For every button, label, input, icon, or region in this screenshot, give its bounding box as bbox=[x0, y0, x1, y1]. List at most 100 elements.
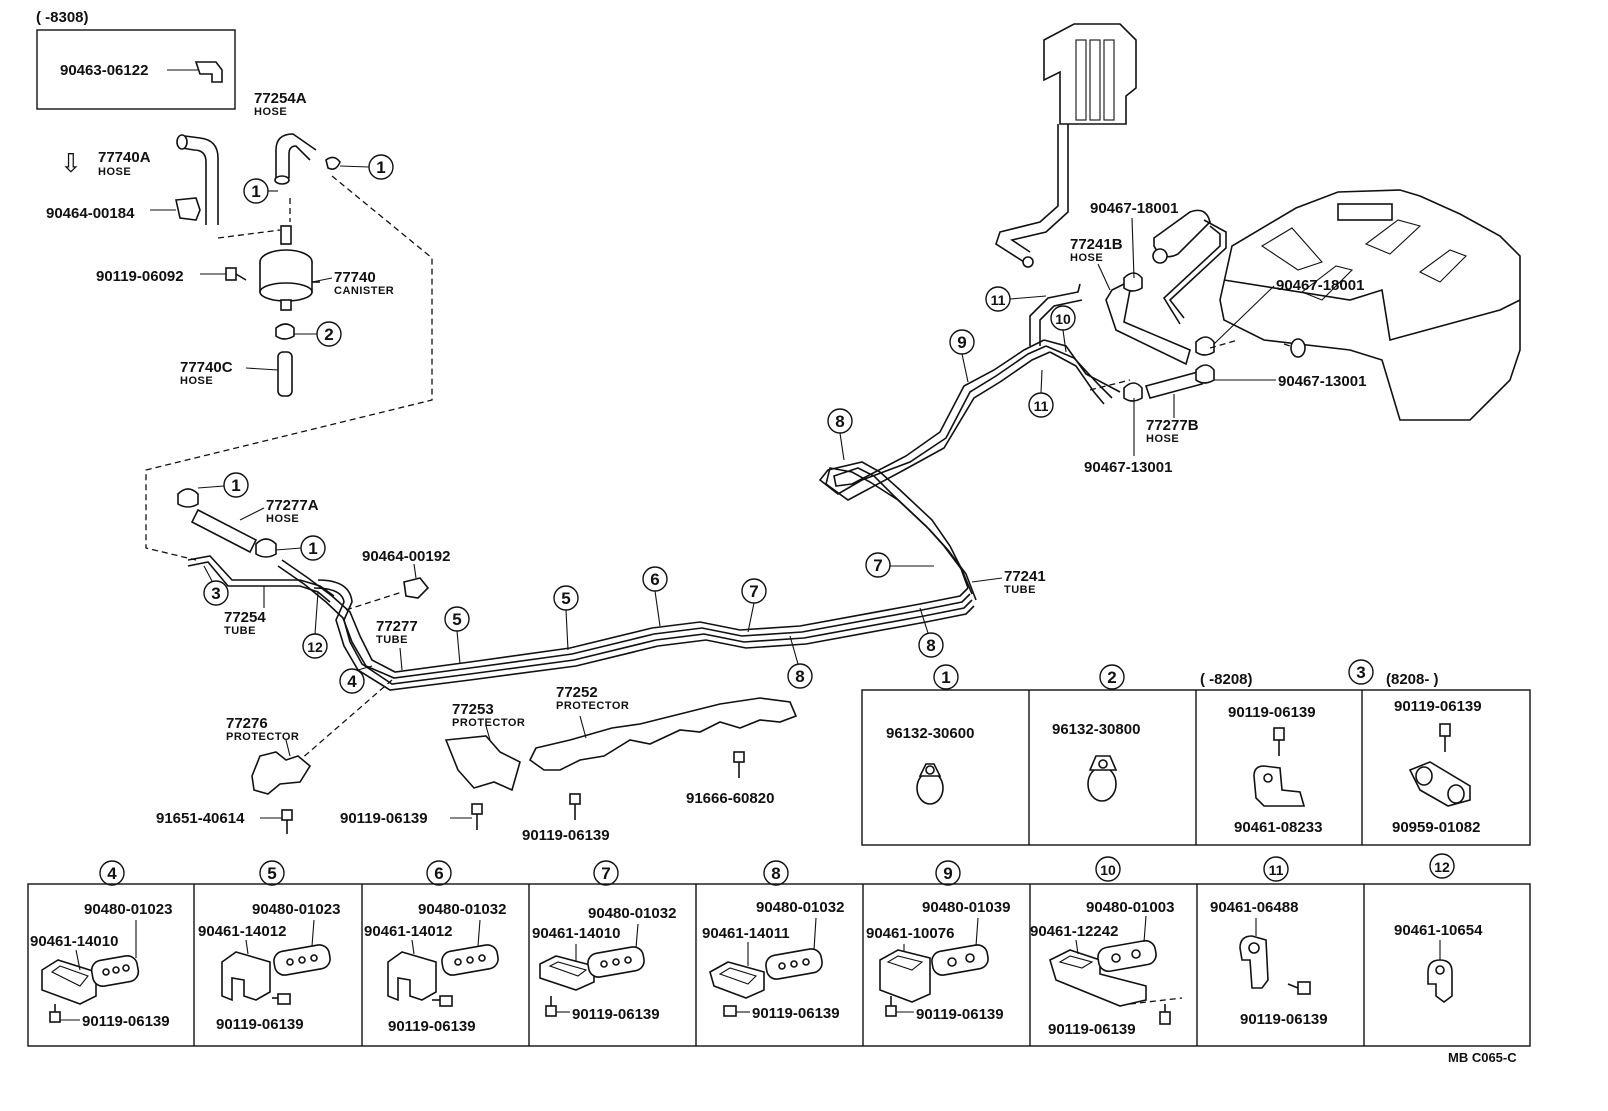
callout-91651-40614: 91651-40614 bbox=[156, 810, 245, 827]
tank-assembly bbox=[995, 23, 1521, 421]
detail-box-3b-part-b: 90959-01082 bbox=[1392, 819, 1480, 836]
detail-box-3-part-b: 90461-08233 bbox=[1234, 819, 1322, 836]
circled-mark: 1 bbox=[368, 154, 394, 180]
inset-range-label: ( -8308) bbox=[36, 9, 89, 26]
callout-77277b: 77277B bbox=[1146, 417, 1199, 434]
detail-box-6: 6 90480-01032 90461-14012 90119-06139 bbox=[364, 860, 506, 1035]
inset-part-number: 90463-06122 bbox=[60, 62, 148, 79]
svg-text:7: 7 bbox=[749, 582, 758, 601]
circled-mark: 6 bbox=[642, 566, 668, 592]
callout-77241-sub: TUBE bbox=[1004, 584, 1036, 596]
callout-77254: 77254 bbox=[224, 609, 266, 626]
svg-text:7: 7 bbox=[601, 864, 610, 883]
circled-marks: 1 1 2 1 1 3 12 4 5 5 6 7 8 8 7 8 9 10 bbox=[197, 154, 1076, 694]
canister-assembly bbox=[145, 133, 433, 561]
callout-77241b-sub: HOSE bbox=[1070, 252, 1103, 264]
svg-text:90119-06139: 90119-06139 bbox=[216, 1016, 304, 1033]
svg-text:90119-06139: 90119-06139 bbox=[752, 1005, 840, 1022]
detail-box-1-number: 1 bbox=[941, 668, 950, 687]
hose-clamp-icon bbox=[1087, 755, 1118, 802]
svg-text:90480-01023: 90480-01023 bbox=[84, 901, 172, 918]
screw-icon bbox=[885, 996, 897, 1017]
callout-labels: 77254A HOSE 77740A HOSE 90464-00184 9011… bbox=[46, 90, 1366, 844]
svg-text:90461-12242: 90461-12242 bbox=[1030, 923, 1118, 940]
callout-77252-sub: PROTECTOR bbox=[556, 700, 629, 712]
inset-top-left: ( -8308) 90463-06122 bbox=[36, 9, 236, 110]
cushion-icon bbox=[765, 948, 823, 980]
cushion-icon bbox=[273, 944, 331, 976]
circled-mark: 1 bbox=[243, 178, 269, 204]
svg-text:12: 12 bbox=[307, 639, 323, 655]
callout-90119-06092: 90119-06092 bbox=[96, 268, 184, 285]
svg-text:90461-06488: 90461-06488 bbox=[1210, 899, 1298, 916]
callout-90467-13001-b: 90467-13001 bbox=[1084, 459, 1172, 476]
detail-boxes-right: 1 96132-30600 2 96132-30800 ( -8208) 3 bbox=[861, 659, 1531, 846]
callout-77241b: 77241B bbox=[1070, 236, 1123, 253]
screw-icon bbox=[1287, 981, 1311, 995]
circled-mark: 11 bbox=[985, 286, 1011, 312]
svg-text:90480-01032: 90480-01032 bbox=[756, 899, 844, 916]
detail-box-1-part: 96132-30600 bbox=[886, 725, 974, 742]
svg-text:90461-14012: 90461-14012 bbox=[198, 923, 286, 940]
callout-90467-13001-a: 90467-13001 bbox=[1278, 373, 1366, 390]
callout-77740a-sub: HOSE bbox=[98, 166, 131, 178]
svg-text:90461-10076: 90461-10076 bbox=[866, 925, 954, 942]
circled-mark: 5 bbox=[444, 606, 470, 632]
detail-box-2-number: 2 bbox=[1107, 668, 1116, 687]
svg-text:7: 7 bbox=[873, 556, 882, 575]
svg-text:8: 8 bbox=[795, 667, 804, 686]
svg-text:90461-14010: 90461-14010 bbox=[30, 933, 118, 950]
bracket-icon bbox=[1253, 765, 1306, 807]
callout-77276: 77276 bbox=[226, 715, 268, 732]
clamp-bracket-icon bbox=[709, 961, 765, 999]
svg-text:90119-06139: 90119-06139 bbox=[388, 1018, 476, 1035]
cushion-icon bbox=[587, 946, 645, 978]
callout-90464-00184: 90464-00184 bbox=[46, 205, 135, 222]
protectors bbox=[251, 697, 798, 834]
detail-boxes-bottom: 4 90480-01023 90461-14010 90119-06139 5 … bbox=[27, 853, 1531, 1047]
detail-box-7: 7 90480-01032 90461-14010 90119-06139 bbox=[532, 860, 676, 1023]
detail-box-3b-range: (8208- ) bbox=[1386, 671, 1439, 688]
callout-90467-18001-b: 90467-18001 bbox=[1276, 277, 1364, 294]
callout-77740c-sub: HOSE bbox=[180, 375, 213, 387]
svg-text:6: 6 bbox=[434, 864, 443, 883]
screw-icon bbox=[450, 803, 483, 830]
svg-text:1: 1 bbox=[308, 539, 317, 558]
detail-box-3b-part-a: 90119-06139 bbox=[1394, 698, 1482, 715]
svg-text:3: 3 bbox=[211, 584, 220, 603]
inset-box bbox=[36, 29, 236, 110]
front-arrow-icon: ⇩ bbox=[60, 148, 82, 178]
svg-text:8: 8 bbox=[771, 864, 780, 883]
svg-text:90461-10654: 90461-10654 bbox=[1394, 922, 1483, 939]
callout-77241: 77241 bbox=[1004, 568, 1046, 585]
screw-icon bbox=[545, 996, 557, 1017]
detail-box-3: ( -8208) 3 90119-06139 90461-08233 bbox=[1200, 659, 1374, 836]
clamp-bracket-icon bbox=[539, 955, 595, 991]
svg-text:90480-01039: 90480-01039 bbox=[922, 899, 1010, 916]
detail-box-5: 5 90480-01023 90461-14012 90119-06139 bbox=[198, 860, 340, 1033]
circled-mark: 7 bbox=[741, 578, 767, 604]
left-tube-assembly bbox=[177, 488, 659, 761]
svg-text:11: 11 bbox=[1269, 862, 1284, 878]
circled-mark: 9 bbox=[949, 329, 975, 355]
callout-90464-00192: 90464-00192 bbox=[362, 548, 450, 565]
svg-text:10: 10 bbox=[1055, 311, 1071, 327]
callout-90467-18001-a: 90467-18001 bbox=[1090, 200, 1178, 217]
detail-box-3b: (8208- ) 90119-06139 90959-01082 bbox=[1386, 671, 1482, 836]
svg-text:90119-06139: 90119-06139 bbox=[572, 1006, 660, 1023]
callout-77252: 77252 bbox=[556, 684, 598, 701]
clamp-bracket-icon bbox=[221, 951, 271, 1002]
circled-mark: 11 bbox=[1028, 392, 1054, 418]
hose-clamp-icon bbox=[916, 763, 944, 805]
cushion-icon bbox=[90, 954, 140, 988]
circled-mark: 8 bbox=[918, 632, 944, 658]
callout-77254a: 77254A bbox=[254, 90, 307, 107]
svg-text:5: 5 bbox=[561, 589, 570, 608]
double-clamp-icon bbox=[1408, 761, 1471, 807]
svg-text:90480-01003: 90480-01003 bbox=[1086, 899, 1174, 916]
circled-mark: 8 bbox=[827, 408, 853, 434]
clip-part-icon bbox=[194, 61, 223, 83]
svg-text:9: 9 bbox=[943, 864, 952, 883]
